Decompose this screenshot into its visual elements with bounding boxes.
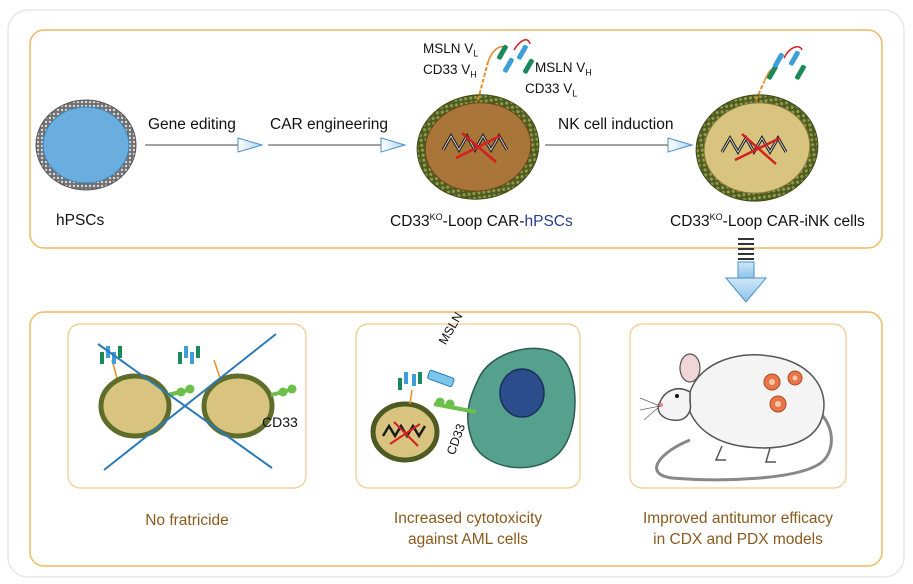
car-hpscs-stage-label: CD33KO-Loop CAR-hPSCs	[390, 212, 573, 231]
cd33-vh-label: CD33 VH	[423, 62, 477, 80]
car-ink-stage-label: CD33KO-Loop CAR-iNK cells	[670, 212, 865, 231]
cd33-label-box1: CD33	[262, 414, 298, 430]
car-ink-cell	[695, 45, 819, 202]
cd33-vl-label: CD33 VL	[525, 81, 578, 99]
caption-cytotoxicity-line2: against AML cells	[407, 531, 529, 548]
down-arrow	[724, 238, 768, 303]
caption-antitumor: Improved antitumor efficacy in CDX and P…	[616, 508, 860, 550]
caption-antitumor-line2: in CDX and PDX models	[653, 531, 823, 548]
arrow-car-engineering	[268, 137, 407, 153]
nk-induction-label: NK cell induction	[558, 116, 674, 133]
hpsc-cell	[35, 99, 137, 191]
box-mouse-model	[629, 323, 847, 489]
gene-editing-label: Gene editing	[148, 116, 236, 133]
loop-car-receptor	[487, 39, 534, 74]
caption-antitumor-line1: Improved antitumor efficacy	[642, 510, 834, 527]
car-hpsc-cell	[416, 61, 540, 200]
hpscs-label: hPSCs	[56, 212, 105, 229]
caption-no-fratricide: No fratricide	[145, 512, 229, 529]
box-no-fratricide	[67, 323, 307, 489]
box-cytotoxicity	[355, 323, 581, 489]
arrow-nk-induction	[545, 137, 694, 153]
arrow-gene-editing	[145, 137, 264, 153]
msln-vl-label: MSLN VL	[423, 41, 479, 59]
car-engineering-label: CAR engineering	[270, 116, 389, 133]
caption-cytotoxicity: Increased cytotoxicity against AML cells	[350, 508, 586, 550]
hpscs-highlight: hPSCs	[524, 213, 573, 231]
caption-cytotoxicity-line1: Increased cytotoxicity	[393, 510, 543, 527]
msln-vh-label: MSLN VH	[535, 60, 592, 78]
